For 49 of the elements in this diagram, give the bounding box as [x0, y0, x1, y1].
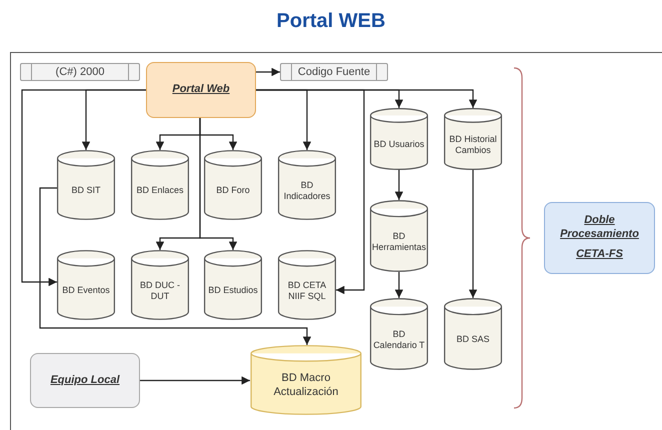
arrow	[39, 187, 312, 345]
arrow	[256, 68, 280, 76]
database-cylinder	[204, 150, 262, 220]
database-cylinder	[370, 298, 428, 370]
node-label: BD Macro Actualización	[272, 372, 340, 400]
process-box	[20, 63, 140, 81]
node-label: BD Eventos	[61, 285, 111, 297]
node-label: BD CETA NIIF SQL	[286, 280, 328, 302]
database-cylinder	[370, 108, 428, 170]
database-cylinder	[278, 250, 336, 320]
arrow	[468, 170, 478, 298]
rounded-box	[544, 202, 655, 274]
node-label: BD DUC - DUT	[139, 280, 181, 302]
rounded-box	[146, 62, 256, 118]
node-label: BD Foro	[215, 185, 251, 197]
arrow	[394, 272, 404, 298]
arrow	[256, 89, 478, 108]
node-label: BD Estudios	[207, 285, 259, 297]
database-cylinder	[204, 250, 262, 320]
node-label: BD Historial Cambios	[448, 134, 498, 156]
database-cylinder	[131, 150, 189, 220]
database-cylinder	[250, 345, 362, 415]
database-cylinder	[131, 250, 189, 320]
node-label: (C#) 2000	[56, 66, 104, 78]
node-label: BD Calendario T	[372, 328, 426, 352]
database-cylinder	[444, 298, 502, 370]
node-label: BD Usuarios	[372, 139, 426, 151]
database-cylinder	[278, 150, 336, 220]
node-label: Portal Web	[172, 83, 230, 97]
database-cylinder	[444, 108, 502, 170]
arrow	[394, 170, 404, 200]
node-label: BD SAS	[455, 334, 490, 346]
arrow	[21, 89, 146, 286]
node-label: Codigo Fuente	[298, 66, 370, 78]
arrow	[140, 376, 250, 385]
node-label: Doble Procesamiento	[559, 214, 640, 242]
arrow	[199, 118, 238, 250]
node-label: BD SIT	[70, 185, 102, 197]
rounded-box	[30, 353, 140, 408]
node-label: BD Indicadores	[282, 180, 332, 202]
database-cylinder	[57, 250, 115, 320]
process-box	[280, 63, 388, 81]
database-cylinder	[370, 200, 428, 272]
node-label: Equipo Local	[50, 374, 120, 388]
node-label: CETA-FS	[576, 248, 623, 262]
diagram-title: Portal WEB	[276, 9, 386, 34]
node-label: BD Herramientas	[370, 230, 428, 254]
database-cylinder	[57, 150, 115, 220]
node-label: BD Enlaces	[135, 185, 185, 197]
